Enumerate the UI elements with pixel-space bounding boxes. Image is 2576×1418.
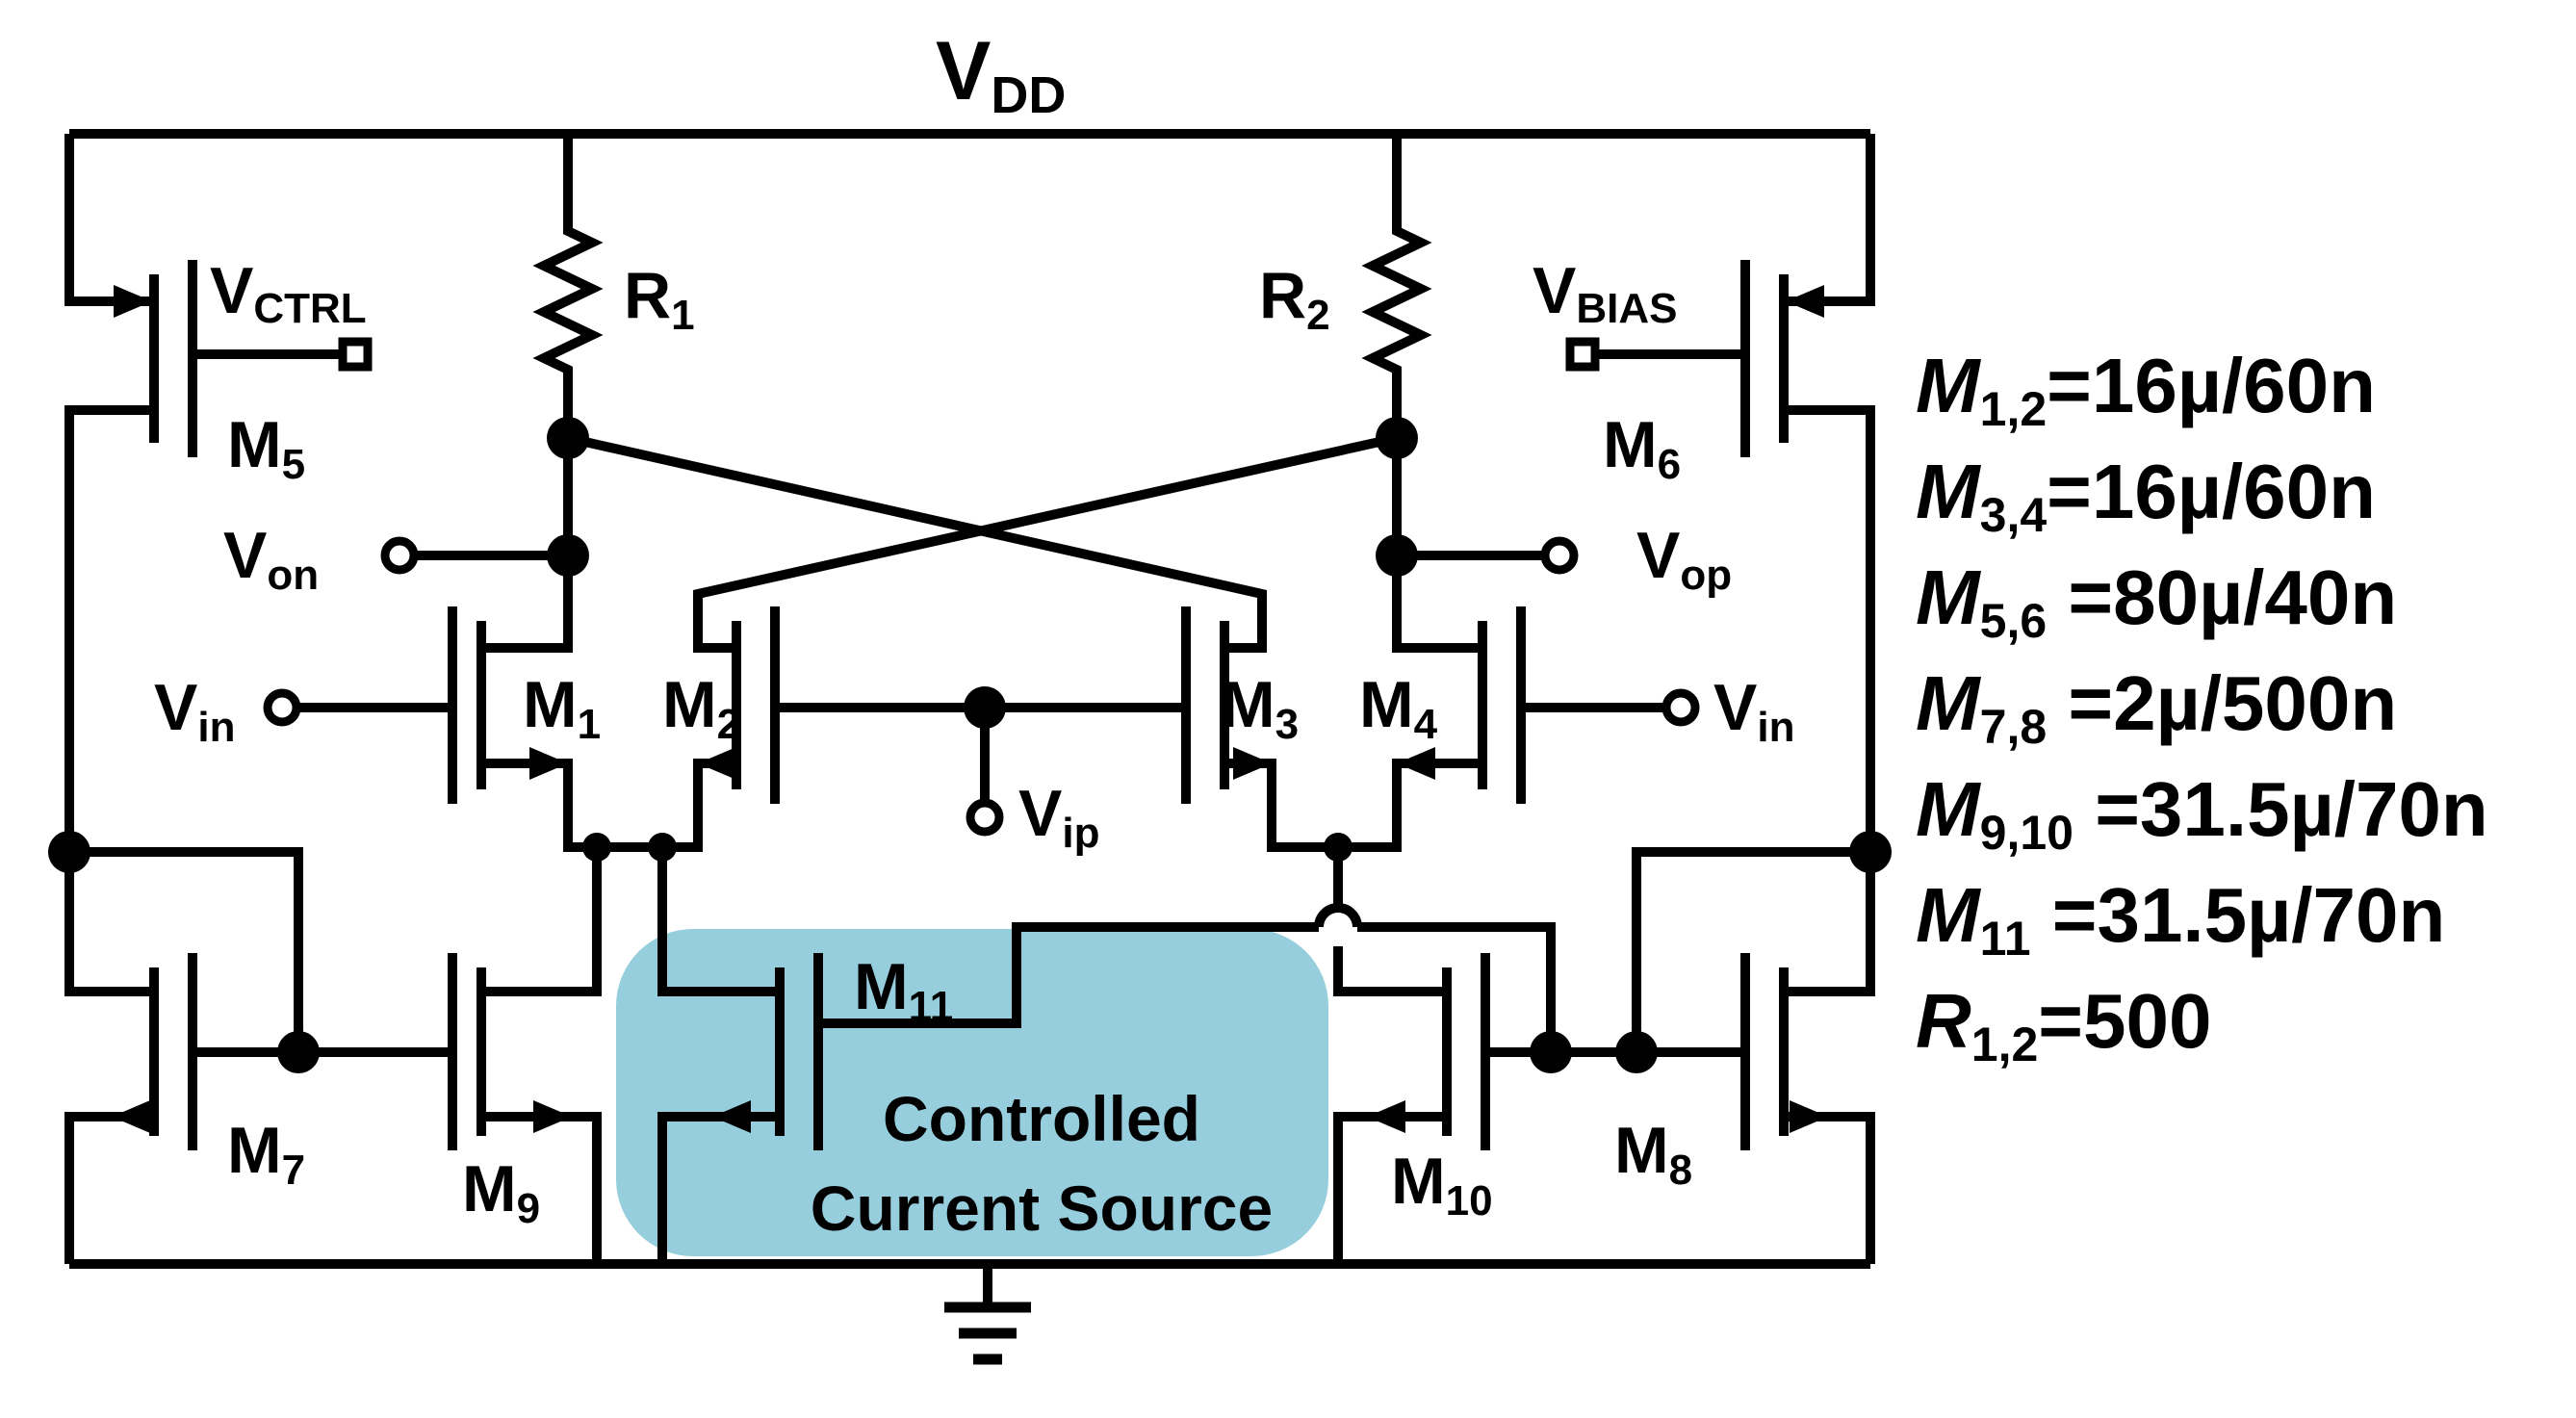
von-label: Von <box>223 519 319 599</box>
spec-list: M1,2=16µ/60n M3,4=16µ/60n M5,6 =80µ/40n … <box>1916 343 2488 1071</box>
vin-right-pin <box>1662 688 1700 727</box>
r2-resistor <box>1361 134 1432 438</box>
current-source-label-line2: Current Source <box>811 1173 1273 1244</box>
ground-symbol <box>944 1264 1031 1365</box>
spec-r12: R1,2=500 <box>1916 978 2212 1071</box>
m6-transistor <box>1565 134 1875 852</box>
vbias-pin <box>1565 337 1600 372</box>
spec-m11: M11 =31.5µ/70n <box>1916 872 2445 966</box>
m8-transistor <box>1740 852 1875 1264</box>
vop-pin <box>1540 536 1579 575</box>
r2-label: R2 <box>1259 259 1330 339</box>
m8-label: M8 <box>1614 1114 1692 1194</box>
cross-wire-1 <box>566 433 1267 653</box>
m4-label: M4 <box>1359 668 1438 748</box>
m2-transistor <box>597 606 985 852</box>
spec-m78: M7,8 =2µ/500n <box>1916 660 2397 754</box>
m7-transistor <box>64 852 452 1264</box>
m1-label: M1 <box>523 668 601 748</box>
m5-label: M5 <box>227 408 305 488</box>
vctrl-label: VCTRL <box>210 254 367 332</box>
vbias-label: VBIAS <box>1533 254 1677 332</box>
m7-label: M7 <box>227 1114 305 1194</box>
spec-m910: M9,10 =31.5µ/70n <box>1916 766 2488 860</box>
m9-label: M9 <box>462 1152 540 1232</box>
m4-transistor <box>1338 606 1700 852</box>
von-pin <box>380 536 419 575</box>
m5-transistor <box>64 134 373 847</box>
junction-dots <box>48 417 1892 1073</box>
vin-right-label: Vin <box>1713 671 1794 751</box>
m3-transistor <box>985 606 1338 852</box>
vop-label: Vop <box>1636 519 1732 599</box>
vdd-label: VDD <box>936 25 1066 124</box>
spec-m34: M3,4=16µ/60n <box>1916 449 2376 542</box>
m11-transistor <box>657 922 1556 1264</box>
vip-pin <box>966 798 1004 837</box>
vip-label: Vip <box>1018 777 1099 857</box>
spec-m12: M1,2=16µ/60n <box>1916 343 2376 436</box>
vctrl-pin <box>338 337 373 372</box>
cross-wire-2 <box>693 433 1399 653</box>
current-source-block <box>616 929 1328 1256</box>
m6-label: M6 <box>1603 408 1681 488</box>
m11-label: M11 <box>854 950 953 1030</box>
m10-label: M10 <box>1391 1145 1493 1225</box>
m3-label: M3 <box>1221 668 1299 748</box>
vin-left-pin <box>263 688 301 727</box>
r1-label: R1 <box>624 259 695 339</box>
m9-transistor <box>448 953 602 1264</box>
current-source-label-line1: Controlled <box>883 1083 1200 1154</box>
vin-left-label: Vin <box>154 671 235 751</box>
m2-label: M2 <box>662 668 740 748</box>
r1-resistor <box>532 134 604 438</box>
spec-m56: M5,6 =80µ/40n <box>1916 554 2397 648</box>
